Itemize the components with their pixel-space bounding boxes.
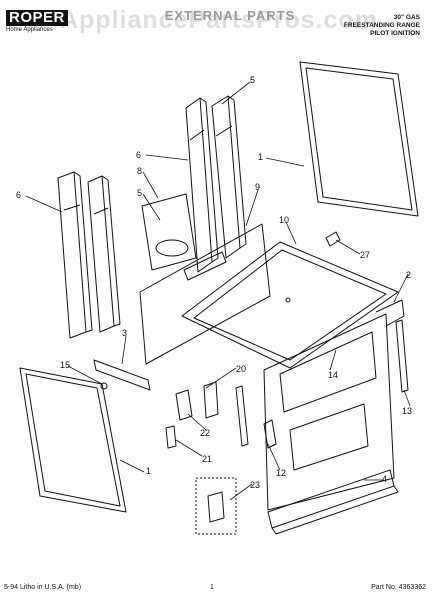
callout-label: 15 [60, 360, 70, 370]
top-frame-part [299, 61, 419, 217]
callout-label: 6 [16, 190, 21, 200]
bottom-rail-part [93, 359, 151, 391]
description-line: FREESTANDING RANGE [343, 22, 420, 29]
rear-panel-part [139, 223, 271, 365]
product-description: 30" GAS FREESTANDING RANGE PILOT IGNITIO… [344, 14, 420, 38]
callout-label: 2 [406, 270, 411, 280]
cooktop-part [181, 241, 399, 369]
brand-block: ROPER Home Appliances [6, 10, 68, 33]
description-line: PILOT IGNITION [370, 30, 420, 37]
callout-label: 9 [255, 182, 260, 192]
callout-label: 3 [122, 328, 127, 338]
callout-label: 22 [200, 428, 210, 438]
brand-logo: ROPER [6, 10, 68, 26]
callout-label: 1 [258, 152, 263, 162]
callout-label: 8 [137, 166, 142, 176]
callout-label: 5 [250, 75, 255, 85]
watermark: AppliancePartsPros.com [60, 6, 378, 34]
callout-label: 13 [402, 406, 412, 416]
page-title: EXTERNAL PARTS [164, 8, 296, 23]
side-trim-part [395, 319, 409, 393]
callout-label: 10 [279, 215, 289, 225]
callout-label: 21 [202, 454, 212, 464]
door-frame-part [19, 367, 127, 513]
brand-subtitle: Home Appliances [6, 27, 53, 33]
callout-label: 23 [250, 480, 260, 490]
footer-print-info: 5-94 Litho in U.S.A. (mb) [4, 584, 82, 591]
callout-label: 1 [146, 466, 151, 476]
callout-leaders [25, 81, 411, 501]
kick-plate-part [267, 469, 399, 535]
vent-part [141, 193, 197, 271]
part-number: Part No. 4363362 [371, 584, 426, 591]
callout-label: 4 [382, 474, 387, 484]
callout-label: 6 [136, 150, 141, 160]
side-panel-part [263, 299, 405, 511]
rear-rail-part [185, 95, 247, 273]
description-line: 30" GAS [393, 14, 420, 21]
bracket-parts [175, 381, 277, 449]
page-number: 1 [210, 584, 214, 591]
callout-label: 27 [360, 250, 370, 260]
pilot-assembly-part [195, 477, 237, 535]
callout-label: 12 [276, 468, 286, 478]
callout-label: 14 [328, 370, 338, 380]
fastener-parts [100, 231, 341, 449]
callout-label: 5 [137, 188, 142, 198]
callout-labels: 5 6 1 6 8 5 9 10 27 2 3 15 20 14 13 1 22… [16, 75, 412, 490]
callout-label: 20 [236, 364, 246, 374]
left-side-rail-part [57, 171, 121, 339]
